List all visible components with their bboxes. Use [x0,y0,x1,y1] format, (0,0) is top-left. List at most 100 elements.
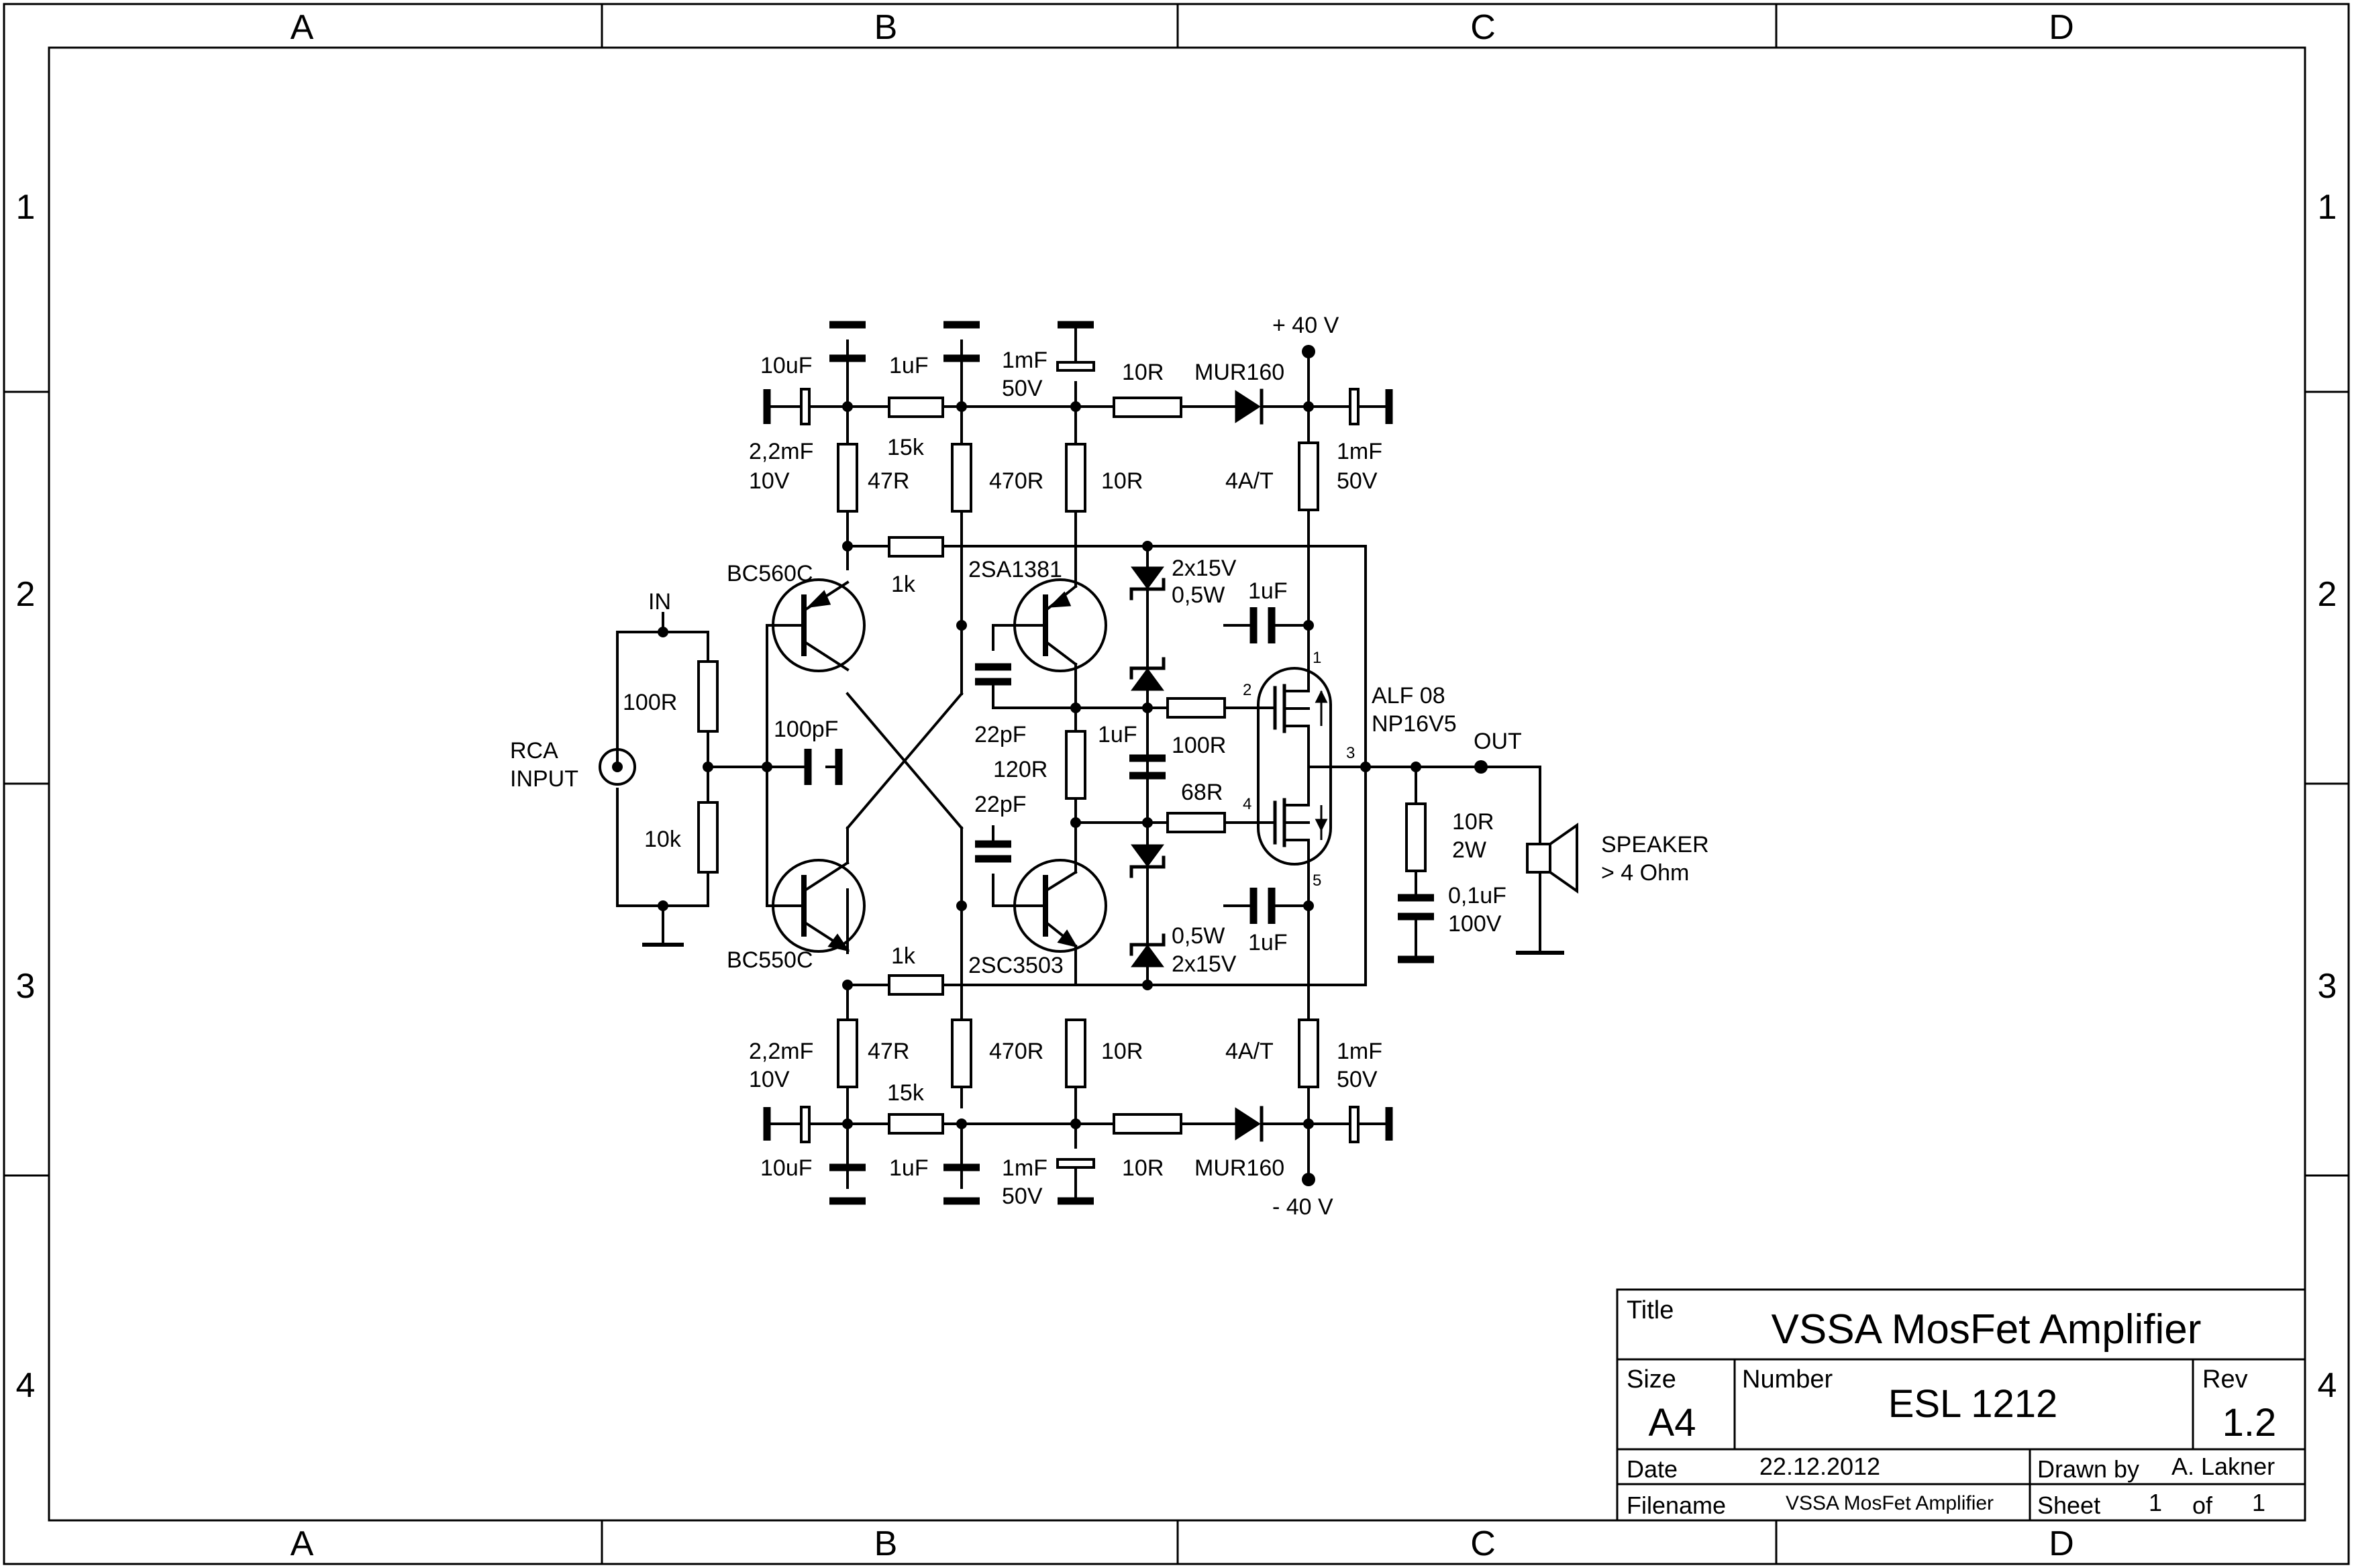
label-c-1uF-top: 1uF [889,353,929,378]
label-d-mur160-bottom: MUR160 [1194,1155,1284,1181]
date-caption: Date [1627,1455,1678,1483]
diode-mur160-top [1235,390,1261,423]
zone-row-4-left: 4 [16,1366,36,1405]
label-c-50V-top: 50V [1002,376,1043,401]
zener-top-2 [1131,668,1164,691]
label-c-10uF-top: 10uF [760,353,813,378]
label-c-100V-zobel: 100V [1448,911,1502,937]
label-z-2x15V-top: 2x15V [1172,556,1237,581]
label-r-10R-zobel: 10R [1452,809,1494,835]
zone-row-1-left: 1 [16,188,36,227]
zone-col-d-bottom: D [2049,1524,2074,1563]
resistor-15k-top [888,397,944,418]
drawing-title: VSSA MosFet Amplifier [1772,1306,2202,1353]
resistor-120R [1065,730,1086,800]
zone-row-2-left: 2 [16,575,36,614]
revision: 1.2 [2222,1401,2277,1445]
label-r-15k-bottom: 15k [887,1080,925,1106]
filename-caption: Filename [1627,1492,1726,1519]
resistor-15k-bottom [888,1113,944,1135]
number-caption: Number [1742,1365,1833,1394]
capacitors [763,321,1434,1205]
label-out: OUT [1474,729,1522,754]
sheet-count: 1 [2252,1489,2265,1516]
resistor-68R-gate [1166,812,1226,833]
title-caption: Title [1627,1296,1674,1324]
label-r-1k-bottom: 1k [891,943,916,969]
label-q-2sc3503: 2SC3503 [968,953,1064,978]
rca-jack [599,748,636,786]
resistor-1k-bottom [888,974,944,996]
label-r-470R-top: 470R [989,468,1043,494]
pin-1: 1 [1313,649,1321,667]
label-rca: RCA [510,738,558,764]
label-r-100R-gate: 100R [1172,733,1226,758]
pin-4: 4 [1243,795,1251,813]
resistor-47R-bottom [837,1018,858,1088]
label-c-10V-bottom: 10V [749,1067,790,1092]
label-c-10uF-bottom: 10uF [760,1155,813,1181]
label-r-100R-in: 100R [623,690,677,715]
transistors [772,578,1107,986]
label-c-1uF-bottom: 1uF [889,1155,929,1181]
label-c-1uF-gate-bottom: 1uF [1248,930,1288,955]
resistor-470R-bottom [951,1018,972,1088]
label-speaker: SPEAKER [1601,832,1709,857]
resistor-10R-top-series [1113,397,1182,418]
label-c-50V-rail-top: 50V [1337,468,1378,494]
label-c-2mF2-top: 2,2mF [749,439,813,464]
zone-row-2-right: 2 [2318,575,2337,614]
diode-mur160-bottom [1235,1107,1261,1141]
label-r-10k-in: 10k [644,827,682,852]
resistor-47R-top [837,443,858,513]
pin-3: 3 [1346,744,1355,762]
label-c-50V-bottom: 50V [1002,1184,1043,1209]
resistors [697,397,1427,1135]
label-c-1mF-rail-bottom: 1mF [1337,1039,1382,1064]
label-r-1k-top: 1k [891,572,916,597]
label-r-2W-zobel: 2W [1452,837,1486,863]
transistor-2sa1381 [1013,578,1107,672]
label-c-50V-rail-bottom: 50V [1337,1067,1378,1092]
label-c-1uF-bias: 1uF [1098,722,1137,747]
label-vneg: - 40 V [1272,1194,1333,1220]
of-caption: of [2192,1492,2213,1519]
label-fuse-top: 4A/T [1225,468,1274,494]
sheet-number: 1 [2149,1489,2162,1516]
label-c-0u1-zobel: 0,1uF [1448,883,1506,908]
label-d-mur160-top: MUR160 [1194,360,1284,385]
drawing-date: 22.12.2012 [1759,1453,1880,1480]
pin-2: 2 [1243,681,1251,699]
label-mosfet-alf08: ALF 08 [1372,683,1445,709]
label-fuse-bottom: 4A/T [1225,1039,1274,1064]
zone-row-1-right: 1 [2318,188,2337,227]
pin-5: 5 [1313,872,1321,890]
fuse-bottom [1298,1018,1319,1088]
filename: VSSA MosFet Amplifier [1786,1492,1994,1514]
label-c-2mF2-bottom: 2,2mF [749,1039,813,1064]
label-mosfet-np16v5: NP16V5 [1372,711,1457,737]
mosfet-pair [1257,667,1332,874]
transistor-bc550c [772,859,866,953]
transistor-bc560c [772,578,866,672]
zone-col-d-top: D [2049,8,2074,47]
zone-col-a-bottom: A [291,1524,314,1563]
drawing-frame [3,3,2350,1565]
diodes [1129,388,1264,1142]
label-c-1uF-gate-top: 1uF [1248,578,1288,604]
size-caption: Size [1627,1365,1676,1394]
drawn-by: A. Lakner [2171,1453,2275,1480]
title-block [1616,1288,2306,1522]
resistor-100R-input [697,660,719,733]
zener-bottom-2 [1131,944,1164,968]
label-c-100pF: 100pF [774,717,838,742]
fuse-top [1298,441,1319,511]
drawing-number: ESL 1212 [1888,1382,2058,1426]
resistor-100R-gate [1166,697,1226,719]
sheet-size: A4 [1649,1401,1696,1445]
transistor-2sc3503 [1013,859,1107,953]
label-c-10V-top: 10V [749,468,790,494]
label-q-bc560c: BC560C [727,561,813,586]
label-in: IN [648,589,671,615]
